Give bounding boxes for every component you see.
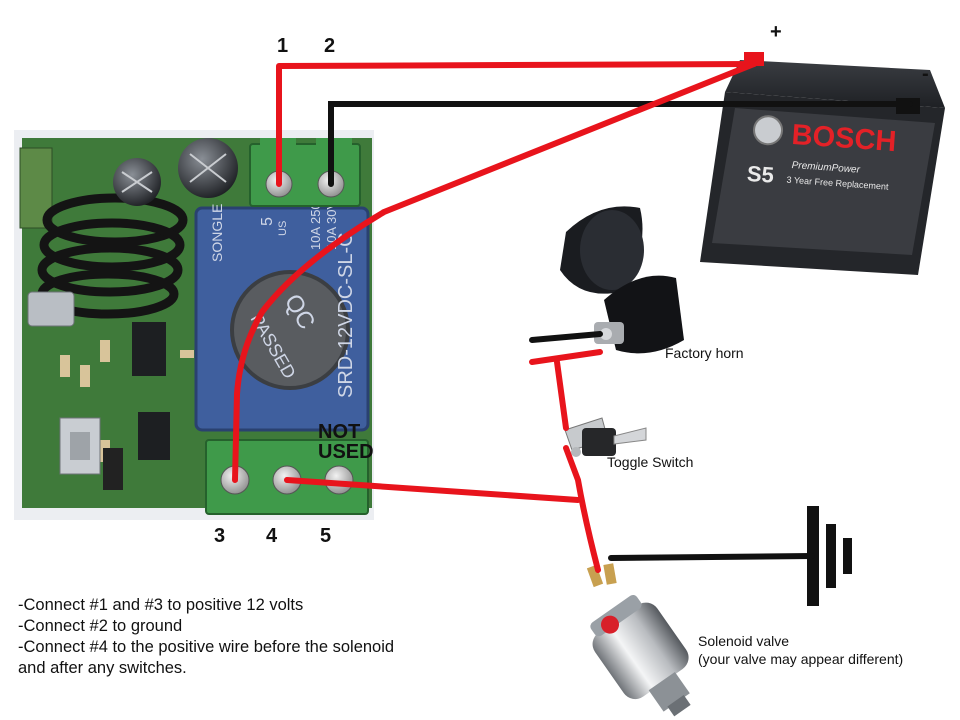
relay-model-text: SRD-12VDC-SL-C (335, 232, 357, 398)
relay-cert-text: US (277, 221, 289, 236)
instruction-line: -Connect #2 to ground (18, 617, 183, 635)
wire-switch-to-solenoid (563, 445, 601, 573)
wire-positive-horn (529, 349, 603, 365)
terminal-block-top (249, 138, 361, 207)
crystal (27, 291, 75, 327)
capacitor (113, 158, 161, 206)
battery-model: S5 (746, 161, 775, 188)
instruction-line: and after any switches. (18, 659, 187, 677)
solenoid-label-line1: Solenoid valve (698, 633, 789, 649)
wire-positive-terminal-3 (232, 61, 757, 483)
terminal-5-label: 5 (320, 525, 331, 547)
wiring-instructions: -Connect #1 and #3 to positive 12 volts … (18, 595, 488, 679)
wire-ground-terminal-2 (328, 101, 913, 187)
relay-module: QC PASSED SONGLE SRD-12VDC-SL-C 10A 250V… (14, 130, 374, 520)
battery-positive-label: + (770, 21, 782, 43)
ground-wires (328, 101, 913, 561)
capacitor (178, 138, 238, 198)
relay: QC PASSED SONGLE SRD-12VDC-SL-C 10A 250V… (194, 177, 370, 432)
jumper (103, 448, 123, 490)
positive-wires (232, 61, 757, 573)
terminal-1-label: 1 (277, 35, 288, 57)
terminal-3-label: 3 (214, 525, 225, 547)
horn-label: Factory horn (665, 345, 744, 361)
terminal-4-label: 4 (266, 525, 278, 547)
wire-ground-horn (529, 331, 603, 343)
battery-brand: BOSCH (791, 119, 898, 158)
not-used-label-line1: NOT (318, 421, 360, 443)
terminal-2-label: 2 (324, 35, 335, 57)
instruction-line: -Connect #4 to the positive wire before … (18, 638, 395, 656)
ic-chip (138, 412, 170, 460)
coil-antenna (37, 193, 188, 319)
wire-positive-terminal-1 (276, 61, 757, 187)
instruction-line: -Connect #1 and #3 to positive 12 volts (18, 596, 304, 614)
wire-horn-to-switch (554, 359, 569, 431)
wire-terminal-4-to-solenoid (284, 477, 581, 503)
toggle-switch (564, 417, 647, 457)
bosch-logo-icon (753, 115, 784, 146)
relay-number-text: 5 (259, 217, 276, 226)
relay-brand-text: SONGLE (209, 204, 225, 262)
not-used-label-line2: USED (318, 441, 374, 463)
wire-ground-solenoid (608, 553, 815, 561)
solenoid-label-line2: (your valve may appear different) (698, 651, 903, 667)
battery: BOSCH S5 PremiumPower 3 Year Free Replac… (700, 52, 945, 275)
push-button (59, 417, 101, 475)
toggle-switch-label: Toggle Switch (607, 454, 693, 470)
horn (560, 206, 684, 354)
battery-negative-label: - (922, 63, 929, 85)
battery-line-premium: PremiumPower (791, 160, 861, 176)
solenoid-valve (586, 563, 691, 717)
ic-chip (132, 322, 166, 376)
